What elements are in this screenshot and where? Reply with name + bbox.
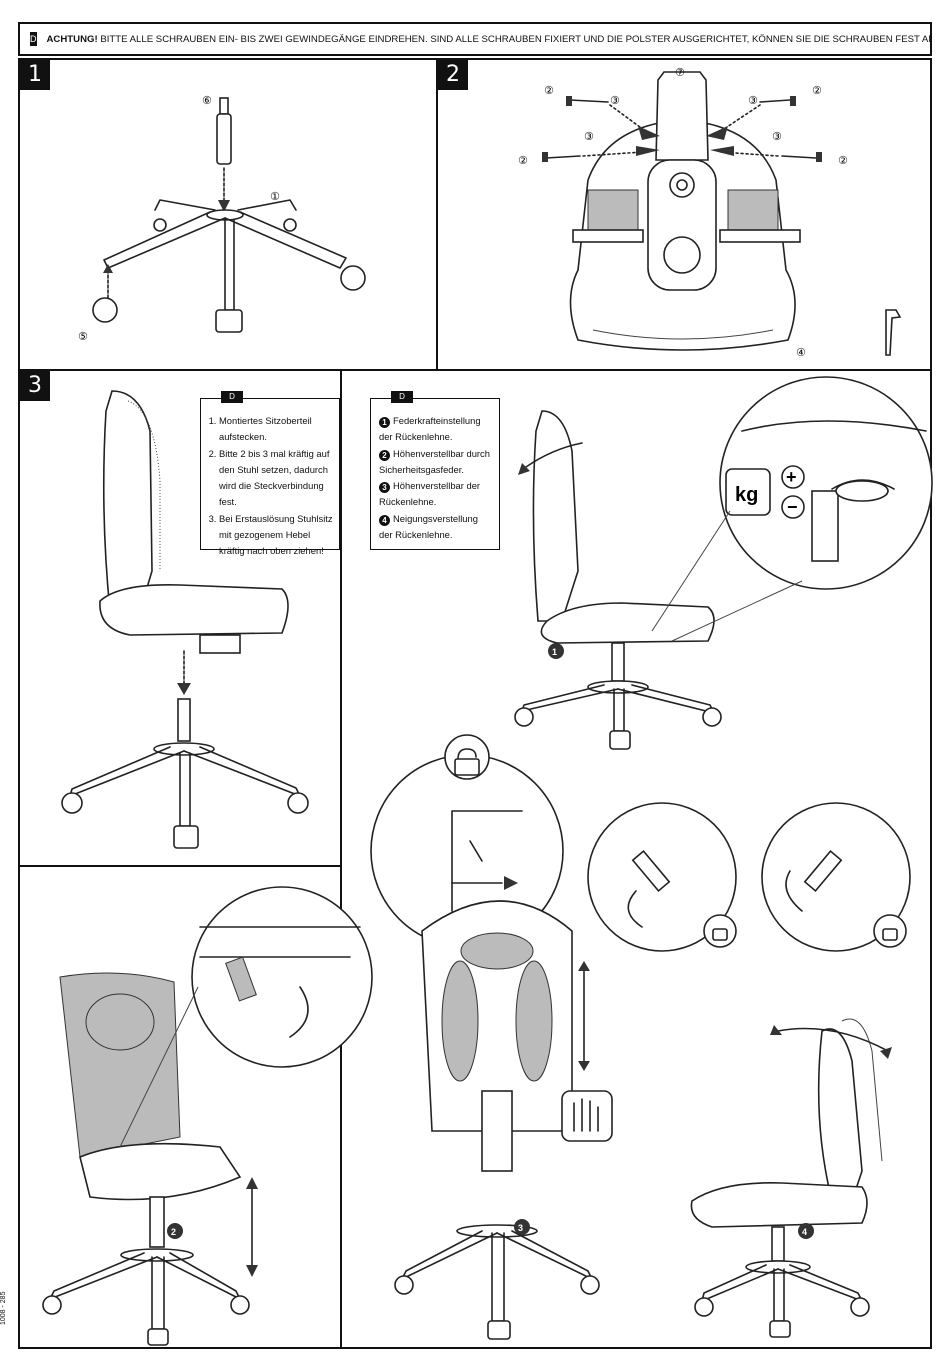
height-adjust-illustration: 2 [42, 886, 373, 1346]
panel-step-1: 1 ⑥ ① ⑤ [18, 58, 438, 371]
function-number: 1 [379, 417, 390, 428]
part-label-6: ⑥ [202, 94, 212, 107]
part-label-5: ⑤ [78, 330, 88, 343]
weight-label: kg [735, 484, 758, 506]
function-text: Neigungsverstellung der Rückenlehne. [379, 512, 478, 541]
backrest-assembly-illustration: ② ③ ⑦ ③ ② ③ ③ ② ② ④ [518, 66, 902, 359]
assembly-step: Montiertes Sitzoberteil aufstecken. [219, 413, 333, 446]
language-badge: D [221, 391, 243, 403]
part-label-3a: ③ [610, 94, 620, 107]
step-number-3: 3 [20, 371, 50, 401]
function-number: 4 [379, 514, 390, 526]
step-number-2: 2 [438, 60, 468, 90]
function-number: 3 [379, 482, 390, 494]
callout-2: 2 [171, 1227, 176, 1237]
lock-open-icon [882, 928, 898, 941]
allen-key-icon [885, 309, 902, 356]
warning-text: BITTE ALLE SCHRAUBEN EIN- BIS ZWEI GEWIN… [100, 33, 932, 45]
panel-step-3: 3 D Montiertes Sitzoberteil aufstecken. … [18, 369, 342, 867]
callout-3: 3 [518, 1223, 523, 1233]
warning-bold: ACHTUNG! [46, 33, 98, 45]
function-text: Federkrafteinstellung der Rückenlehne. [379, 415, 481, 443]
assembly-step: Bei Erstauslösung Stuhlsitz mit gezogene… [219, 511, 333, 560]
assembly-instructions-box: D Montiertes Sitzoberteil aufstecken. Bi… [200, 391, 340, 556]
seat-mounting-illustration [61, 390, 309, 849]
panel-height-adjust: 2 [18, 865, 373, 1349]
minus-sign: − [787, 497, 798, 517]
part-label-2a: ② [544, 84, 554, 97]
function-text: Höhenverstellbar der Rückenlehne. [379, 480, 481, 508]
language-badge: D [30, 32, 37, 46]
part-label-3d: ③ [772, 130, 782, 143]
part-label-3c: ③ [584, 130, 594, 143]
plus-sign: + [786, 467, 797, 487]
part-label-7: ⑦ [675, 66, 685, 79]
lock-open-icon [457, 748, 477, 766]
functions-illustration: kg + − 1 3 [370, 376, 933, 1340]
part-label-2d: ② [838, 154, 848, 167]
base-assembly-illustration: ⑥ ① ⑤ [78, 94, 366, 343]
function-text: Höhenverstellbar durch Sicherheitsgasfed… [379, 447, 490, 475]
panel-functions: kg + − 1 3 [340, 369, 933, 1349]
panel-step-2: 2 ② ③ ⑦ ③ ② ③ ③ ② [436, 58, 932, 371]
part-label-3b: ③ [748, 94, 758, 107]
warning-header: D ACHTUNG! BITTE ALLE SCHRAUBEN EIN- BIS… [18, 22, 932, 56]
callout-1: 1 [552, 647, 557, 657]
document-code: 1008 - 285 [0, 1291, 7, 1325]
assembly-step: Bitte 2 bis 3 mal kräftig auf den Stuhl … [219, 446, 333, 511]
part-label-1: ① [270, 190, 280, 203]
lock-open-icon [712, 928, 728, 941]
part-label-4: ④ [796, 346, 806, 359]
part-label-2b: ② [812, 84, 822, 97]
function-number: 2 [379, 449, 390, 461]
assembly-instructions-list: Montiertes Sitzoberteil aufstecken. Bitt… [201, 399, 339, 568]
step-number-1: 1 [20, 60, 50, 90]
callout-4: 4 [802, 1227, 807, 1237]
language-badge: D [391, 391, 413, 403]
kg-weight-icon [725, 468, 771, 516]
part-label-2c: ② [518, 154, 528, 167]
hand-icon [561, 1090, 613, 1142]
